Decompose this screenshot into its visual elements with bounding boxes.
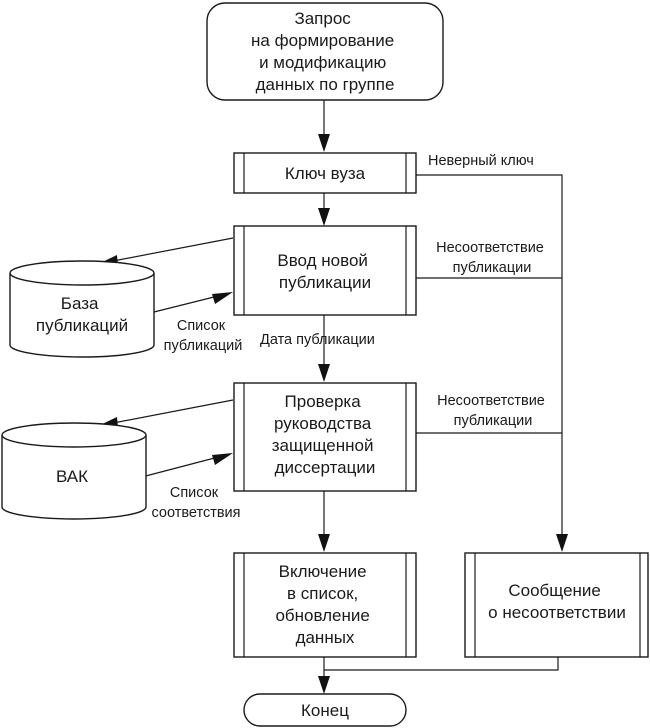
label-mismatch-2-line-2: публикации [454,413,533,429]
edge-message-end [324,657,559,671]
node-db-vak: ВАК [1,422,147,520]
label-mismatch-2: Несоответствие публикации [437,393,549,429]
edge-vak-check [137,454,227,479]
arrow-to-check [212,453,233,465]
check-line-2: руководства [274,414,372,433]
include-line-4: данных [296,628,355,647]
start-line-1: Запрос [294,9,351,28]
node-include: Включение в список, обновление данных [233,552,417,658]
arrow-down-key [318,134,330,152]
check-line-4: диссертации [275,458,376,477]
arrow-to-input [212,292,233,304]
db-vak-line-1: ВАК [56,467,88,486]
label-mismatch-2-line-1: Несоответствие [437,393,545,409]
include-line-2: в список, [287,584,358,603]
message-line-1: Сообщение [508,581,601,600]
message-line-2: о несоответствии [488,603,626,622]
key-shape [233,152,417,194]
db-vak-label: ВАК [56,467,88,486]
label-pub-list: Список публикаций [164,318,243,354]
db-pub-label: База публикаций [36,294,128,335]
label-wrong-key: Неверный ключ [428,153,534,169]
db-pub-body [9,273,155,358]
arrow-down-check [318,364,330,382]
input-line-1: Ввод новой [277,251,368,270]
label-pub-date: Дата публикации [260,332,375,348]
db-pub-top [9,260,155,286]
check-line-3: защищенной [272,436,374,455]
include-shape [233,552,417,658]
message-shape [464,552,649,658]
db-pub-line-1: База [61,294,99,313]
end-shape [243,693,407,727]
label-mismatch-1-line-2: публикации [453,260,532,276]
label-mismatch-1: Несоответствие публикации [436,240,548,276]
arrow-down-input [318,208,330,226]
label-pub-list-line-2: публикаций [164,338,243,354]
start-line-2: на формирование [251,31,394,50]
include-line-1: Включение [279,562,367,581]
check-line-1: Проверка [285,392,362,411]
end-line-1: Конец [301,701,349,720]
label-pub-list-line-1: Список [177,318,226,334]
start-label: Запрос на формирование и модификацию дан… [251,9,399,94]
label-match-list: Список соответствия [151,485,240,521]
include-label: Включение в список, обновление данных [275,562,374,647]
start-line-4: данных по группе [256,75,395,94]
start-shape [206,2,444,101]
input-line-2: публикации [279,273,371,292]
node-end: Конец [243,693,407,727]
db-pub-line-2: публикаций [36,316,128,335]
db-vak-top [1,422,147,448]
check-shape [233,382,417,492]
edge-check-vak [107,399,234,425]
label-match-list-line-2: соответствия [151,505,240,521]
label-match-list-line-1: Список [170,485,219,501]
check-label: Проверка руководства защищенной диссерта… [272,392,378,477]
include-line-3: обновление [275,606,369,625]
edge-input-dbpub [107,237,234,263]
label-wrong-key-line-1: Неверный ключ [428,153,534,169]
arrow-down-end [318,676,330,694]
input-label: Ввод новой публикации [277,251,372,292]
key-label: Ключ вуза [285,164,366,183]
node-input: Ввод новой публикации [233,225,417,316]
node-key: Ключ вуза [233,152,417,194]
node-start: Запрос на формирование и модификацию дан… [206,2,444,101]
start-line-3: и модификацию [259,53,386,72]
arrow-down-include [318,534,330,552]
edge-labels: Неверный ключ Несоответствие публикации … [151,153,549,521]
node-message: Сообщение о несоответствии [464,552,649,658]
node-check: Проверка руководства защищенной диссерта… [233,382,417,492]
db-vak-body [1,435,147,520]
node-db-publications: База публикаций [9,260,155,358]
end-label: Конец [301,701,349,720]
arrow-down-message [556,534,568,552]
key-line-1: Ключ вуза [285,164,366,183]
label-pub-date-line-1: Дата публикации [260,332,375,348]
input-shape [233,225,417,316]
message-label: Сообщение о несоответствии [488,581,626,622]
edge-wrong-key [416,174,563,538]
label-mismatch-1-line-1: Несоответствие [436,240,544,256]
